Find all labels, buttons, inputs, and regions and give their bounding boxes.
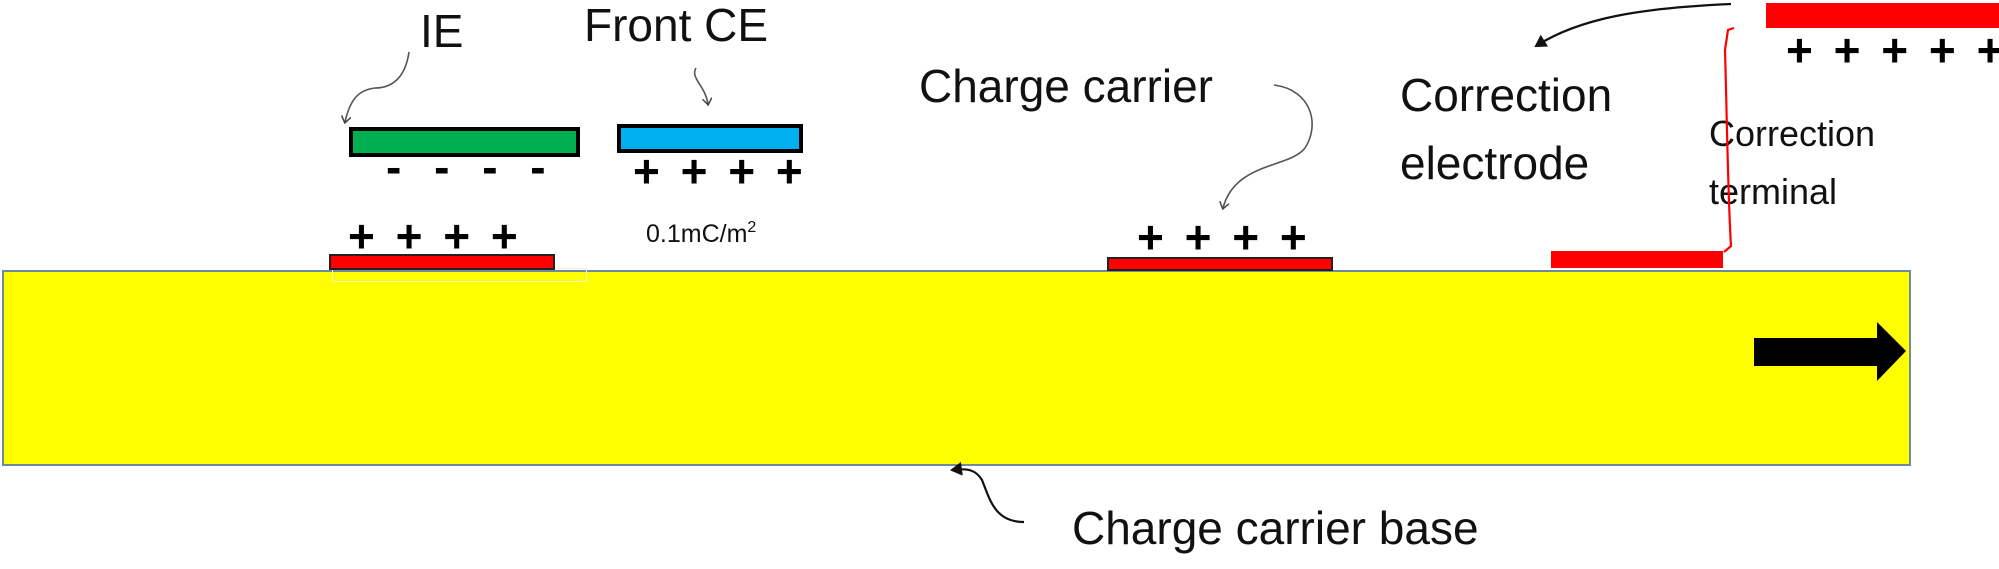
charge-density-exponent: 2 — [747, 219, 757, 236]
right-arrow-icon — [1754, 322, 1906, 381]
charge-carrier-base-label: Charge carrier base — [1072, 502, 1479, 554]
charge-density-value: 0.1mC/m — [646, 220, 748, 248]
charge-carrier-middle — [1107, 257, 1333, 271]
correction-electrode-bottom — [1551, 251, 1723, 268]
charge-density-label: 0.1mC/m2 — [646, 220, 756, 247]
correction-electrode-label-line2: electrode — [1400, 137, 1590, 189]
correction-terminal-label-line1: Correction — [1709, 113, 1876, 154]
ie-negative-charges: - - - - — [386, 141, 556, 193]
correction-electrode-top — [1766, 3, 1999, 28]
front-ce-pointer-arrow — [693, 67, 708, 104]
ie-pointer-arrow — [345, 51, 410, 122]
charge-carrier-base-pointer-arrow — [950, 461, 1025, 524]
ie-plate — [349, 127, 580, 157]
correction-electrode-pointer-arrow — [1534, 2, 1732, 48]
correction-electrode-label-line1: Correction — [1400, 69, 1613, 121]
charge-carrier-pointer-arrow — [1223, 84, 1313, 208]
carrier-left-positive-charges: + + + + — [348, 210, 522, 262]
ie-label: IE — [420, 5, 464, 57]
carrier-middle-positive-charges: + + + + — [1137, 211, 1311, 263]
front-ce-label: Front CE — [584, 0, 769, 51]
correction-positive-charges: + + + + + — [1786, 24, 1999, 76]
correction-terminal-label-line2: terminal — [1709, 171, 1838, 212]
charge-carrier-base — [2, 270, 1911, 466]
charge-carrier-label: Charge carrier — [919, 60, 1213, 112]
charge-carrier-left — [329, 254, 555, 270]
correction-terminal-wire — [1723, 26, 1735, 253]
front-ce-positive-charges: + + + + — [633, 145, 807, 197]
front-ce-plate — [617, 124, 803, 153]
